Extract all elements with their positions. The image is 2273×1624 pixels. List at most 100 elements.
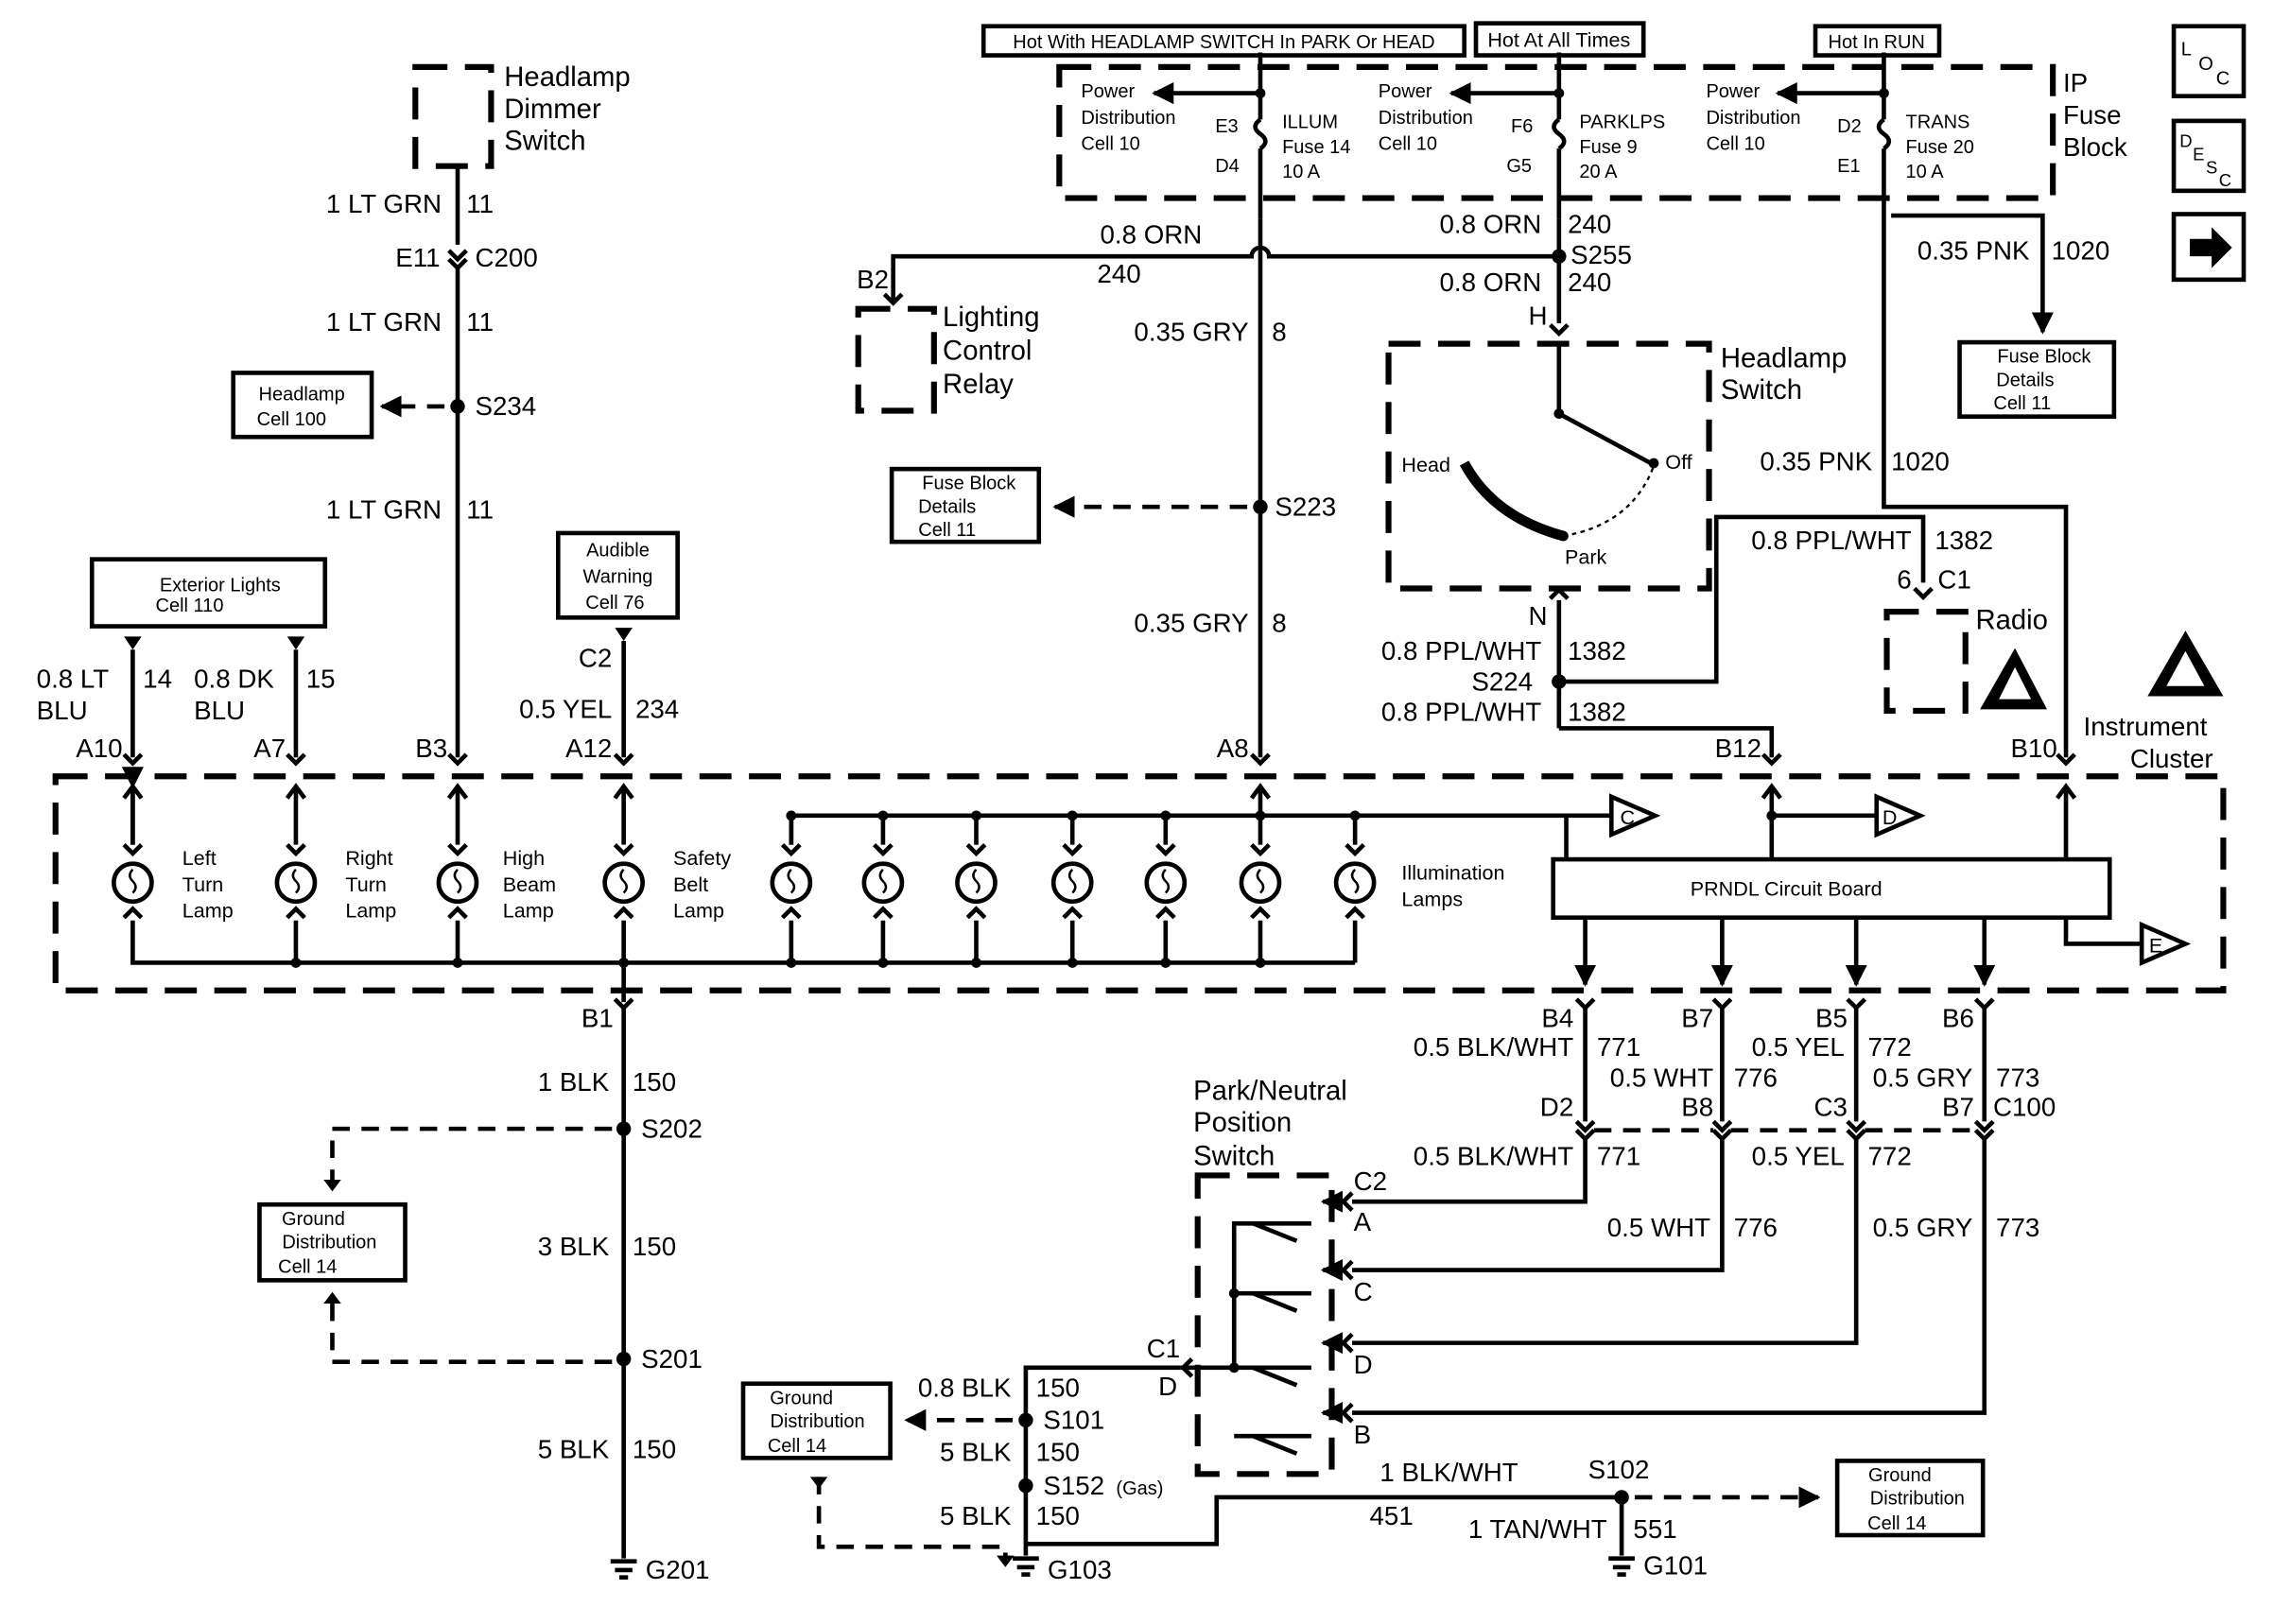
- svg-text:Fuse 20: Fuse 20: [1906, 137, 1974, 158]
- next-page-button[interactable]: [2171, 212, 2247, 283]
- svg-text:Lamp: Lamp: [673, 899, 724, 923]
- svg-text:(Gas): (Gas): [1116, 1478, 1163, 1499]
- svg-text:Distribution: Distribution: [1706, 108, 1800, 129]
- ref-audible-warning-cell-76[interactable]: Audible Warning Cell 76: [555, 530, 680, 620]
- svg-text:Right: Right: [345, 846, 392, 870]
- svg-text:776: 776: [1734, 1213, 1778, 1242]
- svg-text:Power: Power: [1379, 81, 1432, 102]
- svg-text:IP: IP: [2063, 68, 2088, 97]
- fuse-icon: [1876, 117, 1892, 151]
- ref-ground-distribution-right[interactable]: Ground Distribution Cell 14: [1834, 1459, 1986, 1538]
- svg-text:D: D: [1354, 1350, 1373, 1379]
- svg-text:Distribution: Distribution: [1870, 1489, 1965, 1510]
- svg-text:Lamp: Lamp: [182, 899, 234, 923]
- svg-text:G101: G101: [1643, 1551, 1708, 1581]
- svg-text:150: 150: [1036, 1373, 1080, 1403]
- dimmer-circuit-wire: 1 LT GRN 11 E11 C200 1 LT GRN 11 S234 1 …: [326, 165, 538, 767]
- svg-text:1 BLK/WHT: 1 BLK/WHT: [1379, 1458, 1518, 1487]
- illumination-lamp-icon: [1050, 810, 1094, 968]
- svg-text:BLU: BLU: [37, 696, 88, 725]
- illumination-lamp-icon: [1333, 810, 1377, 963]
- radio: Radio: [1883, 606, 2048, 714]
- svg-text:Cell 10: Cell 10: [1706, 134, 1764, 155]
- svg-text:S102: S102: [1588, 1455, 1650, 1484]
- svg-text:C1: C1: [1937, 564, 1970, 594]
- svg-text:15: 15: [306, 664, 336, 693]
- svg-text:Headlamp: Headlamp: [504, 62, 630, 93]
- svg-text:10 A: 10 A: [1906, 162, 1945, 182]
- svg-text:Lamp: Lamp: [345, 899, 396, 923]
- svg-text:B1: B1: [581, 1003, 614, 1032]
- svg-text:1 BLK: 1 BLK: [538, 1067, 610, 1097]
- illumination-lamp-icon: [1239, 810, 1282, 968]
- ground-icon: [1013, 1556, 1039, 1577]
- svg-text:11: 11: [466, 307, 494, 337]
- svg-text:D: D: [2179, 131, 2192, 151]
- ref-exterior-lights-cell-110[interactable]: Exterior Lights Cell 110: [89, 557, 328, 629]
- svg-text:Beam: Beam: [503, 872, 556, 896]
- svg-text:D: D: [1158, 1372, 1177, 1401]
- svg-text:Cell 10: Cell 10: [1081, 134, 1139, 155]
- svg-text:0.5 GRY: 0.5 GRY: [1873, 1063, 1973, 1092]
- svg-text:0.35 GRY: 0.35 GRY: [1134, 318, 1248, 347]
- svg-text:A10: A10: [76, 734, 122, 763]
- ref-fuse-block-cell-11-mid[interactable]: Fuse Block Details Cell 11: [889, 466, 1042, 544]
- svg-text:PARKLPS: PARKLPS: [1579, 112, 1665, 133]
- svg-text:Distribution: Distribution: [771, 1411, 865, 1432]
- svg-text:L: L: [2181, 40, 2192, 60]
- loc-nav-button[interactable]: L O C: [2171, 24, 2247, 99]
- svg-text:Cell 110: Cell 110: [155, 596, 223, 616]
- svg-text:PRNDL Circuit Board: PRNDL Circuit Board: [1691, 877, 1883, 901]
- ground-icon: [610, 1559, 637, 1581]
- desc-nav-button[interactable]: D E S C: [2171, 118, 2247, 194]
- svg-text:Ground: Ground: [282, 1209, 345, 1230]
- svg-text:Dimmer: Dimmer: [504, 95, 601, 125]
- svg-text:0.5 YEL: 0.5 YEL: [1752, 1142, 1845, 1171]
- illumination-lamp-icon: [955, 810, 998, 968]
- svg-text:Fuse 9: Fuse 9: [1579, 137, 1637, 158]
- svg-text:E11: E11: [395, 243, 440, 272]
- svg-text:1382: 1382: [1568, 698, 1626, 727]
- svg-text:551: 551: [1633, 1514, 1676, 1544]
- instrument-cluster-box: [52, 773, 2227, 993]
- svg-text:0.35 PNK: 0.35 PNK: [1917, 235, 2030, 265]
- svg-text:B2: B2: [857, 265, 889, 294]
- svg-text:E3: E3: [1215, 116, 1238, 137]
- illumination-lamps-label: Illumination: [1401, 861, 1504, 885]
- svg-text:C: C: [1621, 805, 1636, 829]
- hot-label-run: Hot In RUN: [1813, 24, 1942, 58]
- svg-text:150: 150: [633, 1232, 676, 1261]
- svg-text:D2: D2: [1540, 1092, 1573, 1121]
- svg-text:N: N: [1528, 601, 1547, 631]
- svg-text:0.5 YEL: 0.5 YEL: [519, 695, 612, 724]
- svg-text:A: A: [1354, 1207, 1372, 1236]
- svg-text:O: O: [2198, 54, 2213, 75]
- svg-text:S152: S152: [1043, 1471, 1104, 1500]
- svg-text:Distribution: Distribution: [282, 1232, 376, 1253]
- svg-text:C: C: [1354, 1277, 1373, 1306]
- svg-text:773: 773: [1996, 1213, 2039, 1242]
- ground-wire-150-left: B1 1 BLK 150 S202 3 BLK 150 S201 5 BLK 1…: [323, 997, 710, 1584]
- ref-ground-distribution-left[interactable]: Ground Distribution Cell 14: [257, 1201, 408, 1283]
- svg-text:Power: Power: [1706, 81, 1760, 102]
- svg-text:0.5 BLK/WHT: 0.5 BLK/WHT: [1414, 1142, 1574, 1171]
- svg-text:Ground: Ground: [770, 1388, 833, 1408]
- svg-text:0.35 GRY: 0.35 GRY: [1134, 609, 1248, 638]
- ref-fuse-block-cell-11-right[interactable]: Fuse Block Details Cell 11: [1957, 339, 2117, 419]
- svg-text:Distribution: Distribution: [1379, 108, 1473, 129]
- svg-text:6: 6: [1897, 564, 1911, 594]
- svg-text:C2: C2: [579, 644, 612, 673]
- svg-text:1020: 1020: [1891, 447, 1950, 476]
- svg-text:0.5 GRY: 0.5 GRY: [1873, 1213, 1973, 1242]
- ref-headlamp-cell-100[interactable]: Headlamp Cell 100: [231, 371, 374, 440]
- svg-text:B3: B3: [415, 734, 447, 763]
- svg-text:Switch: Switch: [1721, 375, 1802, 406]
- svg-text:E: E: [2193, 144, 2204, 164]
- svg-text:Exterior Lights: Exterior Lights: [160, 576, 281, 596]
- svg-text:Cell 100: Cell 100: [257, 409, 326, 430]
- ground-icon: [1608, 1556, 1635, 1577]
- svg-text:11: 11: [466, 189, 494, 218]
- svg-text:0.35 PNK: 0.35 PNK: [1760, 447, 1872, 476]
- ref-ground-distribution-mid[interactable]: Ground Distribution Cell 14: [740, 1381, 893, 1460]
- cluster-lamps: [112, 810, 1377, 968]
